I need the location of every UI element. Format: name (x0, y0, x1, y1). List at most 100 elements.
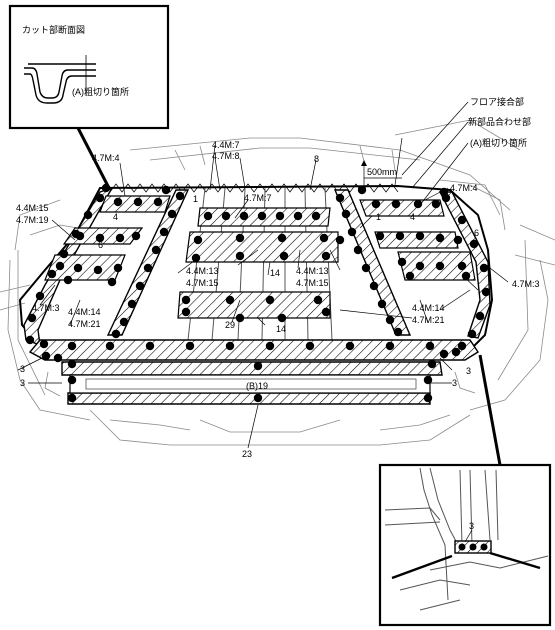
spot-weld-dot-icon (145, 341, 155, 351)
spot-weld-dot-icon (265, 295, 275, 305)
spot-weld-dot-icon (239, 211, 249, 221)
spot-weld-dot-icon (457, 341, 467, 351)
spot-weld-dot-icon (73, 263, 83, 273)
spot-weld-dot-icon (119, 317, 129, 327)
label-center-14b: 14 (276, 324, 286, 334)
spot-weld-dot-icon (357, 185, 367, 195)
spot-weld-dot-icon (75, 231, 85, 241)
spot-weld-dot-icon (275, 211, 285, 221)
spot-weld-dot-icon (457, 215, 467, 225)
spot-weld-dot-icon (457, 261, 467, 271)
spot-weld-dot-icon (277, 233, 287, 243)
spot-weld-dot-icon (47, 269, 57, 279)
spot-weld-dot-icon (311, 211, 321, 221)
label-b19: (B)19 (246, 381, 268, 391)
label-right-47m3: 4.7M:3 (512, 279, 540, 289)
spot-weld-dot-icon (353, 245, 363, 255)
spot-weld-dot-icon (235, 233, 245, 243)
spot-weld-dot-icon (335, 193, 345, 203)
label-right-47m4: 4.7M:4 (450, 183, 478, 193)
label-center-44m13: 4.4M:13 (186, 266, 219, 276)
spot-weld-dot-icon (431, 199, 441, 209)
detail-inset-label-3: 3 (469, 521, 474, 531)
sill-plate (69, 374, 431, 394)
spot-weld-dot-icon (27, 313, 37, 323)
spot-weld-dot-icon (253, 361, 263, 371)
spot-weld-dot-icon (451, 347, 461, 357)
spot-weld-dot-icon (341, 209, 351, 219)
label-center-47m15: 4.7M:15 (186, 278, 219, 288)
spot-weld-dot-icon (391, 199, 401, 209)
spot-weld-dot-icon (113, 197, 123, 207)
spot-weld-dot-icon (393, 327, 403, 337)
spot-weld-dot-icon (347, 227, 357, 237)
spot-weld-dot-icon (193, 235, 203, 245)
spot-weld-dot-icon (39, 339, 49, 349)
label-left-47m19: 4.7M:19 (16, 215, 49, 225)
pointer-to-detail-inset (478, 354, 502, 466)
weld-labels: 4.7M:4 4.4M:7 4.7M:8 8 4.7M:7 4.7M:4 4.4… (16, 140, 540, 459)
spot-weld-dot-icon (361, 263, 371, 273)
spot-weld-dot-icon (67, 375, 77, 385)
spot-weld-dot-icon (235, 313, 245, 323)
label-bottom-23: 23 (242, 449, 252, 459)
spot-weld-dot-icon (159, 227, 169, 237)
spot-weld-dot-icon (191, 253, 201, 263)
spot-weld-dot-icon (161, 185, 171, 195)
spot-weld-dot-icon (427, 359, 437, 369)
callout-rough-cut: (A)粗切り箇所 (470, 137, 527, 148)
spot-weld-dot-icon (181, 307, 191, 317)
spot-weld-dot-icon (415, 231, 425, 241)
spot-weld-dots (25, 183, 491, 403)
spot-weld-dot-icon (385, 315, 395, 325)
spot-weld-dot-icon (423, 393, 433, 403)
spot-weld-dot-icon (221, 211, 231, 221)
spot-weld-dot-icon (475, 311, 485, 321)
spot-weld-dot-icon (415, 261, 425, 271)
label-left-47m21: 4.7M:21 (68, 319, 101, 329)
spot-weld-dot-icon (441, 193, 451, 203)
spot-weld-dot-icon (53, 353, 63, 363)
spot-weld-dot-icon (25, 335, 35, 345)
spot-weld-dot-icon (377, 299, 387, 309)
section-inset: カット部断面図 (A)粗切り箇所 (8, 4, 170, 130)
spot-weld-dot-icon (479, 263, 489, 273)
spot-weld-dot-icon (469, 239, 479, 249)
spot-weld-dot-icon (67, 393, 77, 403)
callout-new-part-joint: 新部品合わせ部 (468, 116, 531, 127)
dimension-500mm: 500mm (361, 160, 402, 188)
spot-weld-dot-icon (413, 199, 423, 209)
label-left-6: 6 (98, 240, 103, 250)
spot-weld-dot-icon (277, 313, 287, 323)
leader-lines (17, 101, 509, 449)
spot-weld-dot-icon (113, 263, 123, 273)
label-right-3a: 3 (466, 366, 471, 376)
spot-weld-dot-icon (235, 251, 245, 261)
spot-weld-dot-icon (95, 233, 105, 243)
spot-weld-dot-icon (461, 271, 471, 281)
spot-weld-dot-icon (35, 291, 45, 301)
spot-weld-dot-icon (375, 231, 385, 241)
spot-weld-dot-icon (395, 231, 405, 241)
spot-weld-dot-icon (439, 349, 449, 359)
spot-weld-dot-icon (481, 287, 491, 297)
spot-weld-dot-icon (319, 233, 329, 243)
spot-weld-dot-icon (423, 375, 433, 385)
spot-weld-dot-icon (67, 359, 77, 369)
label-right-1: 1 (376, 212, 381, 222)
spot-weld-dot-icon (95, 193, 105, 203)
spot-weld-dot-icon (293, 211, 303, 221)
pointer-to-section-inset (76, 127, 112, 191)
spot-weld-dot-icon (257, 211, 267, 221)
spot-weld-dot-icon (105, 341, 115, 351)
spot-weld-dot-icon (225, 341, 235, 351)
spot-weld-dot-icon (369, 281, 379, 291)
label-top-44m7: 4.4M:7 (212, 140, 240, 150)
spot-weld-dot-icon (405, 271, 415, 281)
dimension-label: 500mm (367, 167, 397, 177)
spot-weld-dot-icon (67, 341, 77, 351)
label-right-47m21: 4.7M:21 (412, 315, 445, 325)
label-right-44m14: 4.4M:14 (412, 303, 445, 313)
spot-weld-dot-icon (167, 209, 177, 219)
label-right-3b: 3 (452, 378, 457, 388)
